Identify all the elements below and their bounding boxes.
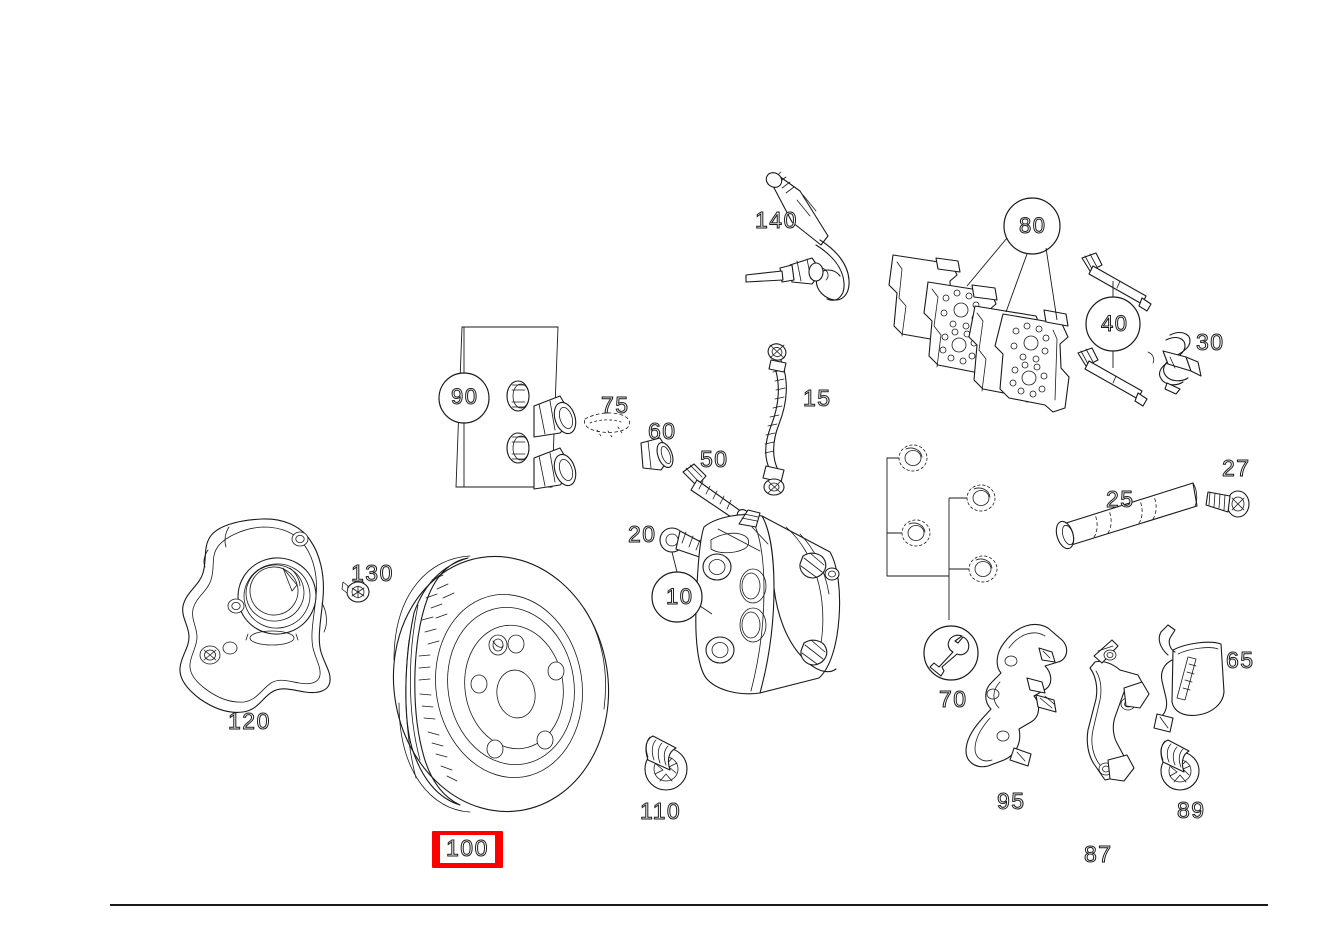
callout-87[interactable]: 87: [1084, 841, 1113, 867]
part-95-expander: [965, 624, 1068, 768]
part-80-brake-pads: [888, 197, 1070, 413]
callout-89[interactable]: 89: [1177, 797, 1206, 823]
callout-140[interactable]: 140: [755, 207, 798, 233]
part-110-disc-screw: [644, 735, 688, 791]
callout-27[interactable]: 27: [1222, 455, 1251, 481]
part-25-guide-bolt: [1055, 482, 1198, 550]
callout-10[interactable]: 10: [665, 584, 694, 609]
footer-rule: [110, 904, 1268, 906]
callout-60[interactable]: 60: [648, 418, 677, 444]
wrench-icon: [929, 634, 970, 677]
callout-30[interactable]: 30: [1196, 329, 1225, 355]
part-15-brake-hose: [762, 343, 787, 496]
callout-90[interactable]: 90: [450, 384, 479, 409]
callout-25[interactable]: 25: [1106, 486, 1135, 512]
callout-80[interactable]: 80: [1018, 213, 1047, 238]
part-30-retaining-clip: [1147, 332, 1202, 395]
part-120-wheel-carrier: [179, 518, 331, 713]
callout-110[interactable]: 110: [639, 798, 682, 824]
callout-15[interactable]: 15: [803, 385, 832, 411]
part-40-guide-pins: [1077, 252, 1152, 407]
part-130-lock-screw: [341, 580, 370, 603]
callout-130[interactable]: 130: [351, 560, 394, 586]
part-90-piston-seal-kit: [438, 326, 577, 490]
callout-95[interactable]: 95: [997, 788, 1026, 814]
callout-100-label: 100: [440, 835, 495, 863]
callout-70[interactable]: 70: [939, 686, 968, 712]
part-75-anti-rattle-clip: [584, 412, 631, 438]
part-70-seal-ring-kit: [886, 444, 998, 681]
callout-75[interactable]: 75: [601, 392, 630, 418]
part-87-spring-bracket: [1086, 639, 1150, 782]
part-65-parking-brake-shoe: [1153, 624, 1225, 733]
part-60-dust-cap: [640, 437, 674, 471]
part-27-fastening-screw: [1205, 490, 1250, 518]
callout-120[interactable]: 120: [228, 708, 271, 734]
part-100-brake-disc: [392, 555, 610, 813]
callout-50[interactable]: 50: [700, 446, 729, 472]
callout-40[interactable]: 40: [1100, 311, 1129, 336]
callout-20[interactable]: 20: [628, 521, 657, 547]
part-140-wear-sensor: [745, 171, 850, 301]
part-10-brake-caliper: [651, 509, 841, 695]
callout-65[interactable]: 65: [1226, 647, 1255, 673]
part-89-fixing-screw: [1160, 739, 1200, 791]
callout-100-highlight[interactable]: 100: [432, 831, 503, 868]
